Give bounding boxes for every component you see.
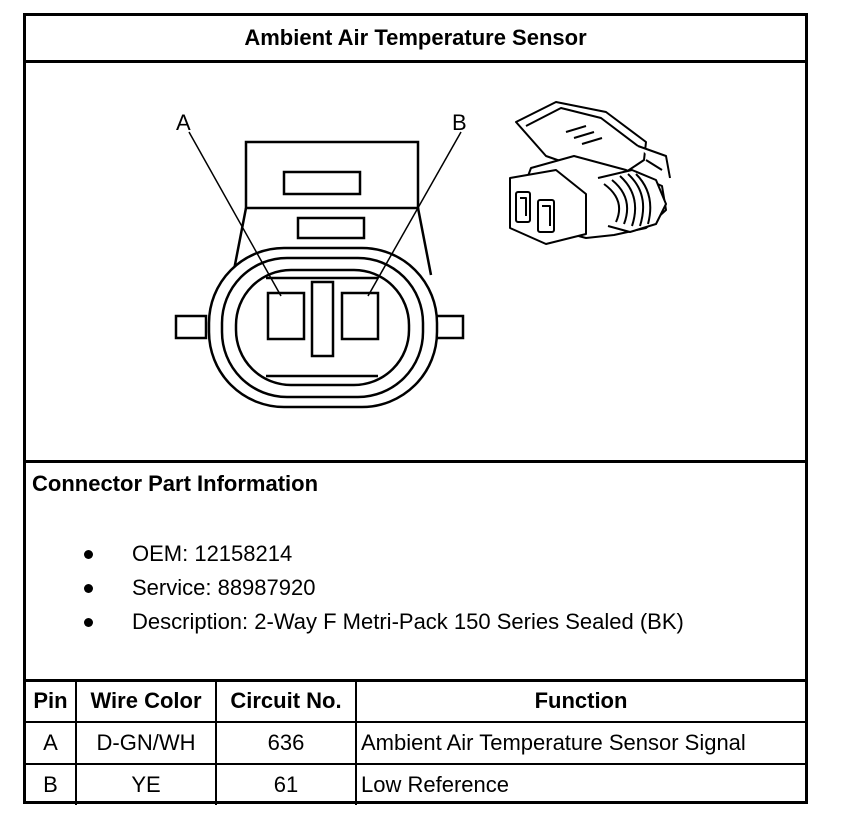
table-header-row: Pin Wire Color Circuit No. Function (26, 679, 805, 723)
cell-pin: B (26, 763, 77, 805)
header-wire-color: Wire Color (75, 679, 217, 723)
cell-function: Low Reference (355, 763, 805, 805)
connector-diagram: A B (26, 60, 805, 463)
cell-wire-color: D-GN/WH (75, 721, 217, 765)
pin-leader-lines (188, 131, 462, 297)
service-part-number: Service: 88987920 (132, 575, 316, 600)
list-item: Service: 88987920 (26, 571, 684, 605)
table-row: B YE 61 Low Reference (26, 763, 805, 805)
cell-circuit-no: 636 (215, 721, 357, 765)
cell-wire-color: YE (75, 763, 217, 805)
connector-3d-view-icon (509, 101, 671, 245)
connector-diagram-svg: A B (174, 101, 671, 409)
cell-pin: A (26, 721, 77, 765)
connector-part-information: Connector Part Information OEM: 12158214… (26, 463, 805, 682)
oem-part-number: OEM: 12158214 (132, 541, 293, 566)
table-row: A D-GN/WH 636 Ambient Air Temperature Se… (26, 721, 805, 765)
pin-label-a: A (176, 110, 191, 135)
connector-info-list: OEM: 12158214 Service: 88987920 Descript… (26, 537, 684, 639)
header-pin: Pin (26, 679, 77, 723)
list-item: OEM: 12158214 (26, 537, 684, 571)
header-circuit-no: Circuit No. (215, 679, 357, 723)
bullet-icon (84, 618, 93, 627)
connector-sheet: Ambient Air Temperature Sensor (23, 13, 808, 805)
pin-table: Pin Wire Color Circuit No. Function A D-… (26, 679, 805, 805)
connector-face-view-icon (174, 140, 465, 409)
cell-function: Ambient Air Temperature Sensor Signal (355, 721, 805, 765)
page-title: Ambient Air Temperature Sensor (26, 16, 805, 63)
connector-description: Description: 2-Way F Metri-Pack 150 Seri… (132, 609, 684, 634)
pin-label-b: B (452, 110, 467, 135)
list-item: Description: 2-Way F Metri-Pack 150 Seri… (26, 605, 684, 639)
connector-info-heading: Connector Part Information (32, 471, 319, 496)
bullet-icon (84, 550, 93, 559)
cell-circuit-no: 61 (215, 763, 357, 805)
header-function: Function (355, 679, 805, 723)
bullet-icon (84, 584, 93, 593)
